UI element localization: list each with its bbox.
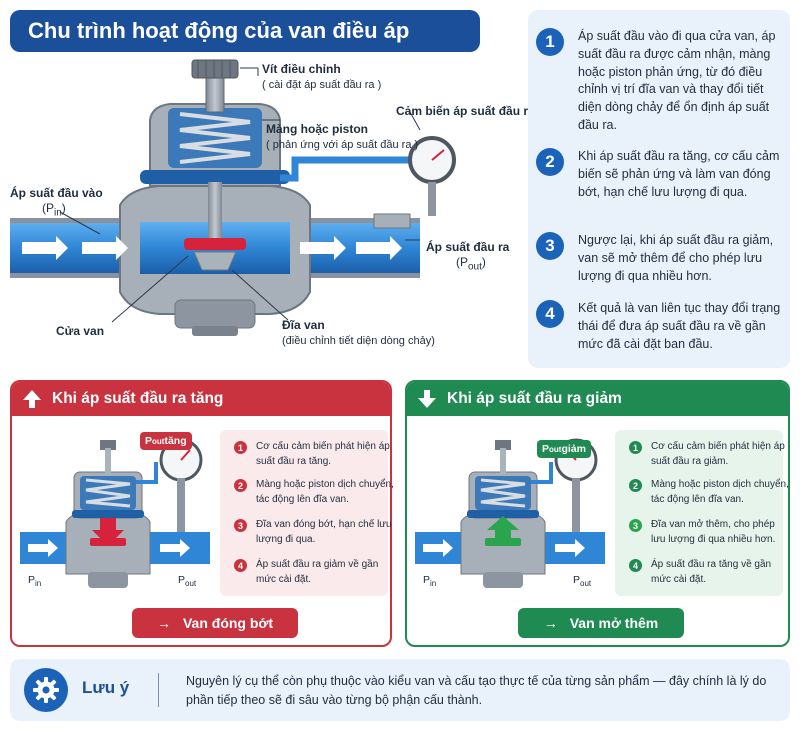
gear-icon [24, 668, 68, 712]
step-text: Ngược lại, khi áp suất đầu ra giảm, van … [578, 233, 774, 283]
list-item: 4 Áp suất đầu ra tăng về gần mức cài đặt… [629, 558, 791, 587]
steps-panel: 1 Áp suất đầu vào đi qua cửa van, áp suấ… [528, 10, 790, 368]
pin-label: Pin [28, 574, 42, 589]
note-box: Lưu ý Nguyên lý cụ thể còn phụ thuộc vào… [10, 659, 790, 721]
step-number: 4 [536, 300, 564, 328]
list-item: 2 Màng hoặc piston dịch chuyển, tác động… [629, 478, 791, 507]
increase-steps: 1 Cơ cấu cảm biến phát hiện áp suất đầu … [220, 430, 394, 596]
step-text: Khi áp suất đầu ra tăng, cơ cấu cảm biến… [578, 149, 780, 199]
decrease-steps: 1 Cơ cấu cảm biến phát hiện áp suất đầu … [615, 430, 789, 596]
note-text: Nguyên lý cụ thể còn phụ thuộc vào kiểu … [186, 674, 767, 708]
step-text: Áp suất đầu vào đi qua cửa van, áp suất … [578, 29, 776, 132]
close-more-button[interactable]: →Van đóng bớt [132, 608, 298, 638]
step-2: 2 Khi áp suất đầu ra tăng, cơ cấu cảm bi… [536, 148, 783, 201]
step-number: 2 [536, 148, 564, 176]
pout-label: Pout [573, 574, 592, 589]
increase-header: Khi áp suất đầu ra tăng [12, 382, 390, 416]
list-item: 4 Áp suất đầu ra giảm về gần mức cài đặt… [234, 558, 396, 587]
outlet-label: Áp suất đầu ra (Pout) [426, 240, 510, 273]
open-more-button[interactable]: →Van mở thêm [518, 608, 684, 638]
diaphragm-label: Màng hoặc piston( phản ứng với áp suất đ… [266, 122, 419, 151]
step-1: 1 Áp suất đầu vào đi qua cửa van, áp suấ… [536, 28, 783, 135]
list-item: 2 Màng hoặc piston dịch chuyển, tác động… [234, 478, 396, 507]
seat-label: Cửa van [56, 324, 105, 338]
spring [179, 112, 251, 164]
step-4: 4 Kết quả là van liên tục thay đổi trạng… [536, 300, 783, 353]
screw-label: Vít điều chỉnh( cài đặt áp suất đầu ra ) [262, 62, 382, 91]
step-text: Kết quả là van liên tục thay đổi trạng t… [578, 301, 781, 351]
valve-diagram [10, 59, 456, 336]
valve-seat [184, 238, 246, 250]
decrease-header: Khi áp suất đầu ra giảm [407, 382, 788, 416]
list-item: 1 Cơ cấu cảm biến phát hiện áp suất đầu … [629, 440, 791, 469]
list-item: 3 Đĩa van mở thêm, cho phép lưu lượng đi… [629, 518, 791, 547]
note-title: Lưu ý [82, 678, 130, 697]
sensor-label: Cảm biến áp suất đầu ra [396, 104, 535, 118]
list-item: 3 Đĩa van đóng bớt, hạn chế lưu lượng đi… [234, 518, 396, 547]
step-3: 3 Ngược lại, khi áp suất đầu ra giảm, va… [536, 232, 783, 285]
step-number: 1 [536, 28, 564, 56]
arrow-up-icon [12, 388, 52, 410]
page-title: Chu trình hoạt động của van điều áp [10, 10, 480, 52]
inlet-label: Áp suất đầu vào (Pin) [10, 186, 103, 219]
divider [158, 673, 159, 707]
arrow-down-icon [407, 388, 447, 410]
list-item: 1 Cơ cấu cảm biến phát hiện áp suất đầu … [234, 440, 396, 469]
step-number: 3 [536, 232, 564, 260]
pout-label: Pout [178, 574, 197, 589]
decrease-valve-diagram [415, 438, 605, 588]
pin-label: Pin [423, 574, 437, 589]
disc-label: Đĩa van(điều chỉnh tiết diện dòng chảy) [282, 318, 435, 347]
valve-disc [193, 251, 237, 271]
increase-valve-diagram [20, 438, 210, 588]
adjust-screw [191, 59, 239, 79]
diaphragm [140, 170, 290, 184]
